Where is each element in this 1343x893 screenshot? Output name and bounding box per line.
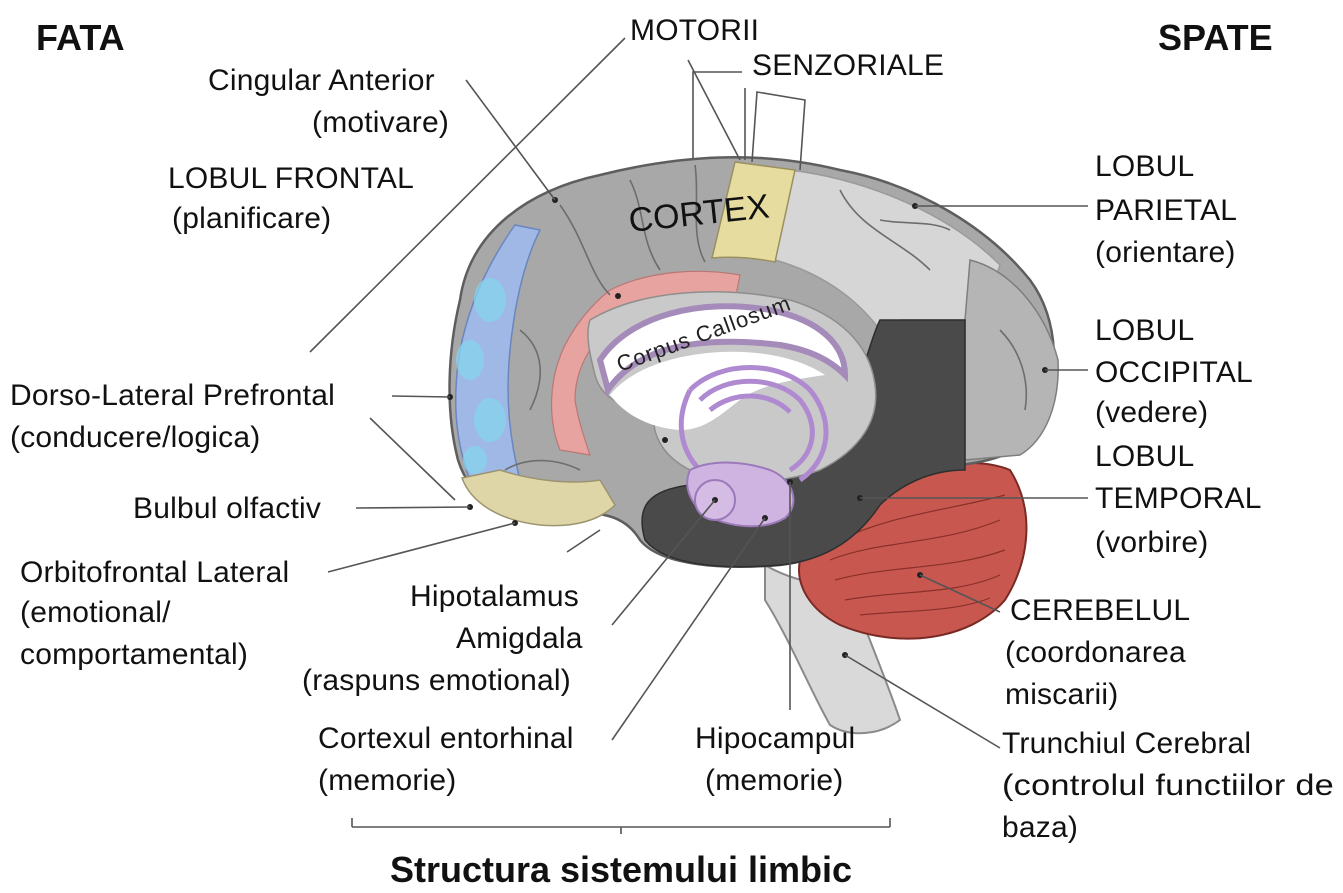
label-parietal-2: PARIETAL (1095, 194, 1237, 227)
label-occipital-1: LOBUL (1095, 314, 1194, 347)
occipital-region (965, 260, 1058, 460)
label-dorsolateral-1: Dorso-Lateral Prefrontal (10, 379, 335, 412)
label-brainstem-3: baza) (1002, 811, 1078, 844)
label-orbitofrontal-2: (emotional/ (20, 596, 171, 629)
header-back: SPATE (1158, 17, 1273, 58)
label-cerebellum-3: miscarii) (1005, 678, 1118, 711)
label-hypothalamus: Hipotalamus (410, 580, 579, 613)
label-entorhinal-2: (memorie) (318, 764, 456, 797)
label-parietal-1: LOBUL (1095, 150, 1194, 183)
label-occipital-2: OCCIPITAL (1095, 356, 1253, 389)
label-frontal-1: LOBUL FRONTAL (168, 162, 414, 195)
header-front: FATA (36, 17, 125, 58)
label-hippocampus-1: Hipocampul (695, 722, 855, 755)
label-parietal-3: (orientare) (1095, 236, 1236, 269)
label-temporal-2: TEMPORAL (1095, 482, 1262, 515)
label-hippocampus-2: (memorie) (705, 764, 843, 797)
label-frontal-2: (planificare) (172, 202, 331, 235)
label-cingulate-2: (motivare) (312, 106, 449, 139)
label-temporal-3: (vorbire) (1095, 526, 1208, 559)
label-cerebellum-2: (coordonarea (1005, 636, 1186, 669)
footer-title: Structura sistemului limbic (390, 849, 852, 890)
label-temporal-1: LOBUL (1095, 440, 1194, 473)
label-brainstem-1: Trunchiul Cerebral (1002, 727, 1251, 760)
label-olfactory: Bulbul olfactiv (133, 492, 321, 525)
label-orbitofrontal-3: comportamental) (20, 638, 248, 671)
label-cerebellum-1: CEREBELUL (1010, 594, 1190, 627)
label-motor: MOTORII (630, 14, 759, 47)
label-brainstem-2: (controlul functiilor de (1002, 769, 1334, 802)
label-occipital-3: (vedere) (1095, 396, 1208, 429)
label-dorsolateral-2: (conducere/logica) (10, 421, 260, 454)
label-sensory: SENZORIALE (752, 49, 944, 82)
label-orbitofrontal-1: Orbitofrontal Lateral (20, 556, 289, 589)
label-amygdala-2: (raspuns emotional) (302, 664, 571, 697)
label-cingulate-1: Cingular Anterior (208, 64, 435, 97)
label-amygdala-1: Amigdala (456, 622, 583, 655)
label-entorhinal-1: Cortexul entorhinal (318, 722, 574, 755)
